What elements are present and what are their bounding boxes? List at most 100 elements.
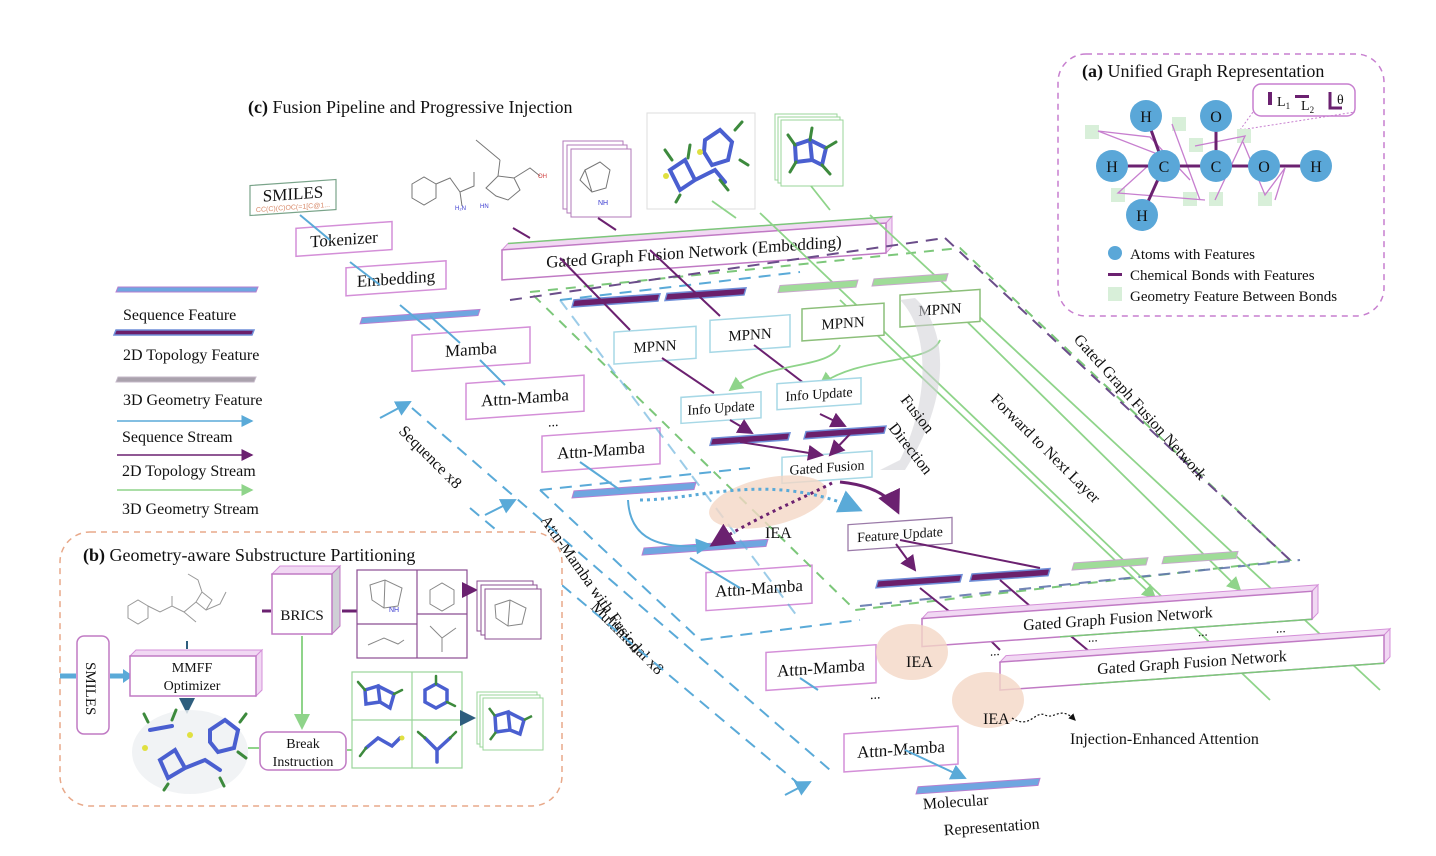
panel-b-3d-molecule bbox=[132, 708, 248, 794]
sequence-feature-icon bbox=[115, 286, 259, 293]
sequence-x8-label: Sequence x8 bbox=[395, 423, 465, 493]
geometry-legend-icon bbox=[1108, 287, 1122, 301]
panel-c-title: (c) Fusion Pipeline and Progressive Inje… bbox=[248, 97, 572, 118]
legend-topology-feature: 2D Topology Feature bbox=[123, 347, 259, 364]
mpnn-label-3: MPNN bbox=[821, 315, 864, 334]
gated-fusion-box bbox=[781, 450, 873, 485]
panel-b-substructure-partitioning: (b) Geometry-aware Substructure Partitio… bbox=[59, 531, 563, 807]
topology-bar-6 bbox=[969, 567, 1051, 582]
svg-text:H: H bbox=[1140, 109, 1152, 126]
topology-feature-icon bbox=[112, 329, 256, 336]
atom-legend-icon bbox=[1108, 246, 1122, 260]
attn-fusion-region bbox=[539, 467, 861, 642]
topology-bar-5 bbox=[875, 573, 963, 589]
molecular-representation-label-2: Representation bbox=[943, 816, 1040, 840]
legend-atoms: Atoms with Features bbox=[1130, 247, 1255, 263]
svg-text:...: ... bbox=[990, 643, 1000, 659]
svg-text:NH: NH bbox=[598, 200, 608, 207]
l2-label: L2 bbox=[1301, 99, 1314, 115]
atom-c-2 bbox=[1200, 150, 1232, 182]
embedding-box bbox=[345, 260, 447, 297]
svg-text:Instruction: Instruction bbox=[273, 755, 334, 770]
atom-h-3 bbox=[1300, 150, 1332, 182]
break-instruction-box bbox=[259, 731, 347, 771]
mamba-label: Mamba bbox=[445, 338, 497, 361]
fused-sequence-bar bbox=[641, 538, 769, 556]
mpnn-label-1: MPNN bbox=[633, 338, 676, 357]
atom-o-2 bbox=[1248, 150, 1280, 182]
legend-topology-stream: 2D Topology Stream bbox=[122, 463, 256, 480]
legend-sequence-feature: Sequence Feature bbox=[123, 307, 236, 324]
molecular-representation-bar bbox=[915, 777, 1041, 795]
ggfn-region-topology bbox=[509, 237, 1291, 561]
attn-mamba-box-2 bbox=[541, 427, 661, 473]
iea-highlight-2 bbox=[876, 624, 948, 680]
svg-text:O: O bbox=[1258, 159, 1270, 176]
svg-text:...: ... bbox=[548, 415, 558, 431]
atom-o-1 bbox=[1200, 100, 1232, 132]
legend-sequence-stream: Sequence Stream bbox=[122, 429, 233, 446]
mpnn-box-1 bbox=[613, 325, 697, 365]
attn-mamba-box-3 bbox=[705, 564, 813, 612]
molecule-3d-image bbox=[646, 112, 756, 210]
panel-b-2d-molecule bbox=[127, 573, 227, 625]
bond-angle-icon bbox=[1328, 92, 1342, 110]
molecular-representation-label-1: Molecular bbox=[922, 792, 989, 814]
svg-text:H₂N: H₂N bbox=[455, 206, 466, 212]
substructure-2d-output-stack bbox=[476, 580, 542, 640]
mmff-optimizer-box: MMFF Optimizer bbox=[128, 648, 264, 698]
svg-text:O: O bbox=[1210, 109, 1222, 126]
iea-label-1: IEA bbox=[765, 525, 792, 542]
mamba-box bbox=[411, 326, 531, 372]
geometry-bar-3 bbox=[1071, 557, 1149, 571]
embedding-feature-bar bbox=[359, 308, 481, 325]
attn-mamba-box-4 bbox=[765, 643, 877, 692]
brics-box: BRICS bbox=[270, 564, 342, 636]
svg-text:Break: Break bbox=[286, 737, 319, 752]
panel-a-unified-graph: (a) Unified Graph Representation L1 L2 θ bbox=[1057, 53, 1385, 317]
svg-text:HN: HN bbox=[480, 204, 489, 210]
atom-c-1 bbox=[1148, 150, 1180, 182]
mpnn-label-2: MPNN bbox=[728, 326, 771, 345]
svg-text:C: C bbox=[1159, 159, 1170, 176]
sequence-feature-bar-2 bbox=[571, 481, 697, 499]
smiles-input-box bbox=[249, 178, 337, 217]
tokenizer-box bbox=[295, 220, 393, 258]
smiles-label: SMILES bbox=[263, 182, 323, 205]
smiles-vertical-label: SMILES bbox=[82, 662, 98, 715]
bond-legend-icon bbox=[1108, 273, 1122, 276]
fusion-direction-arrow bbox=[880, 298, 941, 470]
legend-geometry: Geometry Feature Between Bonds bbox=[1130, 289, 1337, 305]
svg-text:C: C bbox=[1211, 159, 1222, 176]
svg-text:MMFF: MMFF bbox=[172, 661, 213, 676]
ggfn-side-label: Gated Graph Fusion Network bbox=[1070, 331, 1210, 483]
substructure-2d-grid bbox=[356, 569, 468, 659]
panel-b-title: (b) Geometry-aware Substructure Partitio… bbox=[83, 545, 415, 566]
atom-h-1 bbox=[1130, 100, 1162, 132]
substructure-3d-output-stack bbox=[476, 691, 544, 751]
panel-a-title: (a) Unified Graph Representation bbox=[1082, 61, 1324, 82]
iea-full-label: Injection-Enhanced Attention bbox=[1070, 731, 1259, 748]
tokenizer-label: Tokenizer bbox=[310, 228, 378, 252]
info-update-label-1: Info Update bbox=[687, 399, 754, 419]
info-update-box-2 bbox=[776, 376, 862, 411]
atom-h-4 bbox=[1126, 199, 1158, 231]
smiles-input-vertical bbox=[76, 635, 110, 735]
l1-label: L1 bbox=[1277, 95, 1290, 111]
svg-text:...: ... bbox=[1088, 629, 1098, 645]
svg-text:H: H bbox=[1106, 159, 1118, 176]
ggfn-embedding-block: Gated Graph Fusion Network (Embedding) bbox=[500, 215, 894, 281]
topology-bar-1 bbox=[571, 293, 661, 308]
geometry-bar-2 bbox=[871, 273, 949, 287]
iea-label-3: IEA bbox=[983, 711, 1010, 728]
geometry-bar-1 bbox=[777, 279, 859, 294]
stream-legend: Sequence Feature 2D Topology Feature 3D … bbox=[112, 286, 263, 518]
svg-text:...: ... bbox=[1198, 624, 1208, 640]
svg-text:NH: NH bbox=[389, 607, 399, 614]
substructure-2d-stack: NH bbox=[562, 140, 632, 218]
topology-bar-4 bbox=[803, 425, 887, 440]
attn-mamba-box-1 bbox=[465, 374, 585, 421]
svg-text:H: H bbox=[1136, 208, 1148, 225]
feature-update-label: Feature Update bbox=[857, 525, 943, 546]
